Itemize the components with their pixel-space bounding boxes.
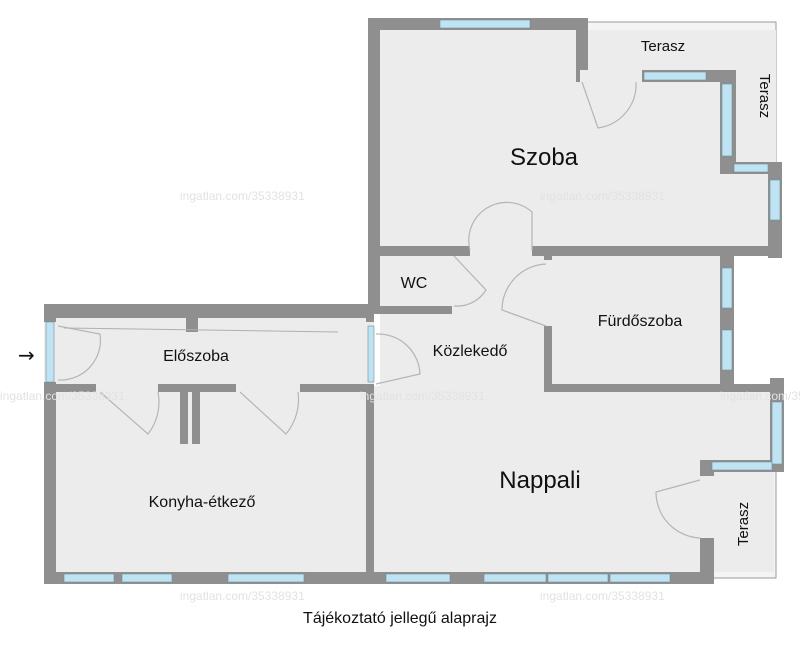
floor-areas <box>56 30 776 572</box>
watermark: ingatlan.com/35338931 <box>180 589 305 603</box>
wall-segment <box>44 304 370 318</box>
door-opening <box>446 256 452 306</box>
plan-caption: Tájékoztató jellegű alaprajz <box>303 610 497 627</box>
window <box>547 573 609 583</box>
watermark: ingatlan.com/35338931 <box>540 189 665 203</box>
wall-segment <box>544 384 784 392</box>
window <box>771 401 783 465</box>
window <box>609 573 671 583</box>
door-swing <box>99 391 160 435</box>
window <box>721 329 733 371</box>
window <box>367 325 375 383</box>
door-opening <box>580 70 642 82</box>
window <box>121 573 173 583</box>
wall-segment <box>44 384 372 392</box>
room-labels: Szoba Terasz Terasz WC Fürdőszoba Közlek… <box>149 38 773 546</box>
room-label-wc: WC <box>401 275 428 292</box>
wall-segment <box>192 390 200 444</box>
wall-segment <box>180 390 188 444</box>
wall-segment <box>368 18 380 308</box>
wall-segment <box>186 314 198 332</box>
wall-segment <box>368 306 452 314</box>
room-label-konyha: Konyha-étkező <box>149 494 256 511</box>
room-label-terasz-right-top: Terasz <box>756 74 773 118</box>
window <box>385 573 451 583</box>
door-opening <box>96 384 158 392</box>
wall-segment <box>366 314 374 584</box>
furdoszoba-floor <box>552 256 722 384</box>
room-label-szoba: Szoba <box>510 144 579 171</box>
room-label-terasz-top: Terasz <box>641 38 685 55</box>
door-opening <box>236 384 300 392</box>
window <box>483 573 547 583</box>
room-label-nappali: Nappali <box>499 467 580 494</box>
wall-segment <box>576 18 588 82</box>
window <box>769 179 781 221</box>
entrance-arrow-icon: → <box>18 343 35 367</box>
door-swing <box>655 479 701 539</box>
door-swing <box>468 201 533 251</box>
door-opening <box>470 246 532 256</box>
room-label-terasz-right-bottom: Terasz <box>735 502 752 546</box>
room-label-eloszoba: Előszoba <box>163 348 229 365</box>
windows <box>45 19 783 583</box>
window <box>45 321 55 383</box>
kozlekedo-floor <box>380 256 546 386</box>
window <box>733 163 769 173</box>
door-opening <box>700 476 714 538</box>
watermarks: ingatlan.com/35338931 ingatlan.com/35338… <box>0 189 800 603</box>
window <box>643 71 707 81</box>
watermark: ingatlan.com/35338931 <box>0 389 125 403</box>
watermark: ingatlan.com/35338931 <box>720 389 800 403</box>
door-swing <box>375 333 421 385</box>
window <box>439 19 531 29</box>
door-opening <box>544 260 552 326</box>
watermark: ingatlan.com/35338931 <box>540 589 665 603</box>
window <box>63 573 115 583</box>
door-swing <box>57 325 102 381</box>
door-swings <box>57 81 701 539</box>
room-label-kozlekedo: Közlekedő <box>433 343 508 360</box>
konyha-floor <box>56 392 368 572</box>
window <box>227 573 305 583</box>
eloszoba-inner-line <box>63 327 339 333</box>
window <box>711 461 773 471</box>
door-swing <box>501 263 547 327</box>
room-label-furdoszoba: Fürdőszoba <box>598 313 683 330</box>
watermark: ingatlan.com/35338931 <box>360 389 485 403</box>
window <box>721 267 733 309</box>
wall-segment <box>368 246 782 256</box>
watermark: ingatlan.com/35338931 <box>180 189 305 203</box>
door-swing <box>581 81 637 129</box>
window <box>721 83 733 157</box>
door-swing <box>239 391 300 435</box>
door-swing <box>453 255 487 307</box>
